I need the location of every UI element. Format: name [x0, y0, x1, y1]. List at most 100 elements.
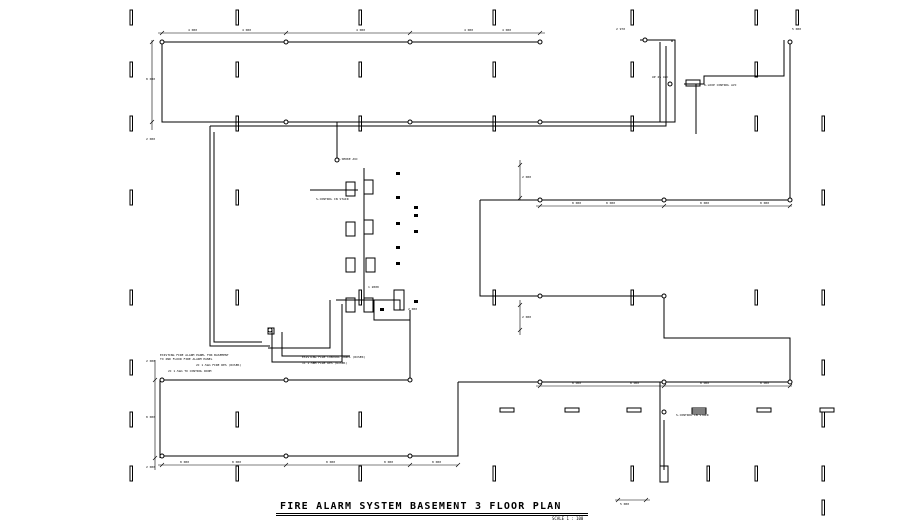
detector-node: [407, 39, 413, 45]
equipment-box: [345, 297, 356, 313]
wire: [271, 304, 343, 363]
dimension-tick: [643, 497, 649, 503]
detector-node: [787, 197, 793, 203]
dimension-label: 8 000: [384, 460, 393, 464]
wire: [213, 132, 262, 343]
dimension-label: 4 000: [356, 28, 365, 32]
smoke-detector: [396, 246, 400, 249]
dimension-label: 4 000: [502, 28, 511, 32]
structural-columns: [129, 9, 835, 516]
equipment-box: [363, 297, 374, 313]
column: [492, 61, 496, 78]
dimension-tick: [537, 203, 543, 209]
dimension-tick: [455, 462, 461, 468]
column: [626, 407, 642, 413]
dimension-tick: [152, 455, 158, 461]
smoke-detector: [380, 308, 384, 311]
column: [821, 411, 825, 428]
dimension-tick: [537, 30, 543, 36]
column: [358, 289, 362, 306]
detector-node: [537, 197, 543, 203]
detector-node: [642, 37, 648, 43]
annotation-text: 1 2000: [368, 285, 379, 289]
detector-node: [267, 327, 273, 333]
column: [795, 9, 799, 26]
wire: [209, 126, 270, 347]
annotation-text: 2C 1.5mm FIRE RES (RISER): [196, 363, 241, 367]
title-underline-second: [276, 515, 588, 516]
annotation-text: S-CONTROL IN STAIR: [676, 413, 709, 417]
detector-node: [537, 293, 543, 299]
detector-node: [283, 453, 289, 459]
dimension-label: 8 000: [760, 201, 769, 205]
dimension-label: 8 000: [700, 381, 709, 385]
dimension-label: 8 000: [760, 381, 769, 385]
smoke-detector: [414, 300, 418, 303]
smoke-detector: [396, 222, 400, 225]
dimension-tick: [661, 203, 667, 209]
title-underline: [276, 513, 588, 514]
dimension-tick: [149, 119, 155, 125]
detector-node: [407, 119, 413, 125]
dimension-label: 8 000: [572, 201, 581, 205]
dimension-label: 8 000: [146, 77, 155, 81]
wire: [281, 332, 350, 357]
detector-node: [159, 39, 165, 45]
annotation-text: 6-LOOP CONTROL AVC: [704, 83, 737, 87]
dimension-label: 5 000: [620, 502, 629, 506]
column: [358, 411, 362, 428]
annotation-text: EXISTING FIRE ALARM PANEL FOR BASEMENT: [160, 353, 229, 357]
wire: [540, 42, 791, 201]
detector-node: [537, 379, 543, 385]
column: [129, 9, 133, 26]
smoke-detector: [396, 262, 400, 265]
smoke-detector: [414, 214, 418, 217]
column: [821, 189, 825, 206]
dimension-label: 8 000: [232, 460, 241, 464]
dimension-label: 8 000: [572, 381, 581, 385]
detector-node: [787, 39, 793, 45]
detector-node: [537, 39, 543, 45]
detector-node: [334, 157, 340, 163]
dimension-label: 2 000: [408, 307, 417, 311]
column: [821, 115, 825, 132]
column: [358, 61, 362, 78]
column: [706, 465, 710, 482]
detector-node: [661, 379, 667, 385]
wire: [337, 39, 676, 123]
detector-node: [159, 453, 165, 459]
equipment-box: [363, 219, 374, 235]
dimension-tick: [159, 462, 165, 468]
detector-node: [667, 81, 673, 87]
dimension-label: 4 000: [188, 28, 197, 32]
wire: [373, 300, 410, 321]
dimension-label: 8 000: [146, 415, 155, 419]
dimension-label: 2 000: [522, 315, 531, 319]
dimension-tick: [407, 30, 413, 36]
detector-node: [787, 379, 793, 385]
annotation-text: S-SMOKE AVC: [338, 157, 358, 161]
smoke-detector: [414, 230, 418, 233]
equipment-box: [345, 221, 356, 237]
column: [235, 289, 239, 306]
column: [129, 289, 133, 306]
wire: [684, 40, 785, 85]
annotation-text: 2C 1.5mm TO CONTROL ROOM: [168, 369, 212, 373]
column: [235, 465, 239, 482]
equipment-box: [393, 289, 405, 311]
alarm-devices: [159, 37, 793, 483]
column: [754, 61, 758, 78]
detector-node: [159, 377, 165, 383]
dimension-tick: [517, 302, 523, 308]
dimension-tick: [517, 195, 523, 201]
dimension-tick: [517, 327, 523, 333]
column: [499, 407, 515, 413]
equipment-box: [363, 179, 374, 195]
wire: [161, 42, 661, 123]
dimension-tick: [152, 377, 158, 383]
column: [754, 289, 758, 306]
smoke-detector: [414, 206, 418, 209]
column: [492, 465, 496, 482]
